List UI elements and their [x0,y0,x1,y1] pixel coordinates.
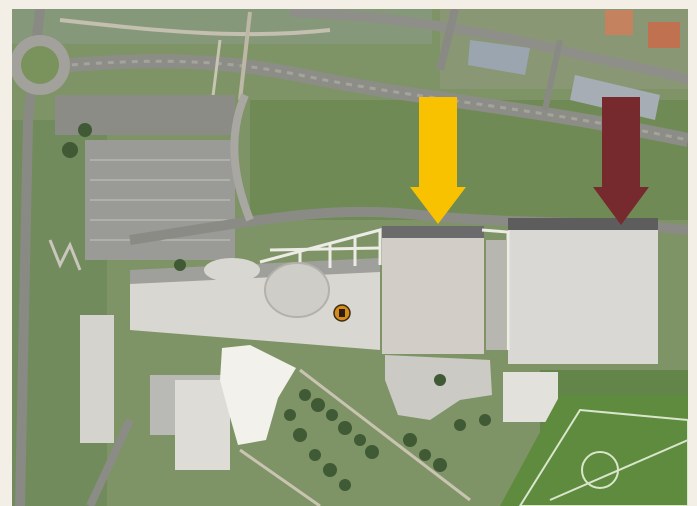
house-roof [648,22,680,48]
dark-red-arrow [593,97,649,225]
road [289,9,688,85]
house-roof [605,10,633,35]
building-hall-1 [382,236,484,354]
building-hall-2 [508,228,658,364]
map-pin-icon[interactable] [333,304,351,322]
trees [62,123,491,491]
building-annex [503,372,558,422]
building-south-east [385,355,492,420]
sports-field [500,395,688,506]
aerial-imagery [12,9,688,506]
house-roof [468,40,530,75]
building-side [80,315,114,443]
yellow-arrow [410,97,466,224]
circular-dome [264,262,330,318]
tent-structure [220,345,296,445]
